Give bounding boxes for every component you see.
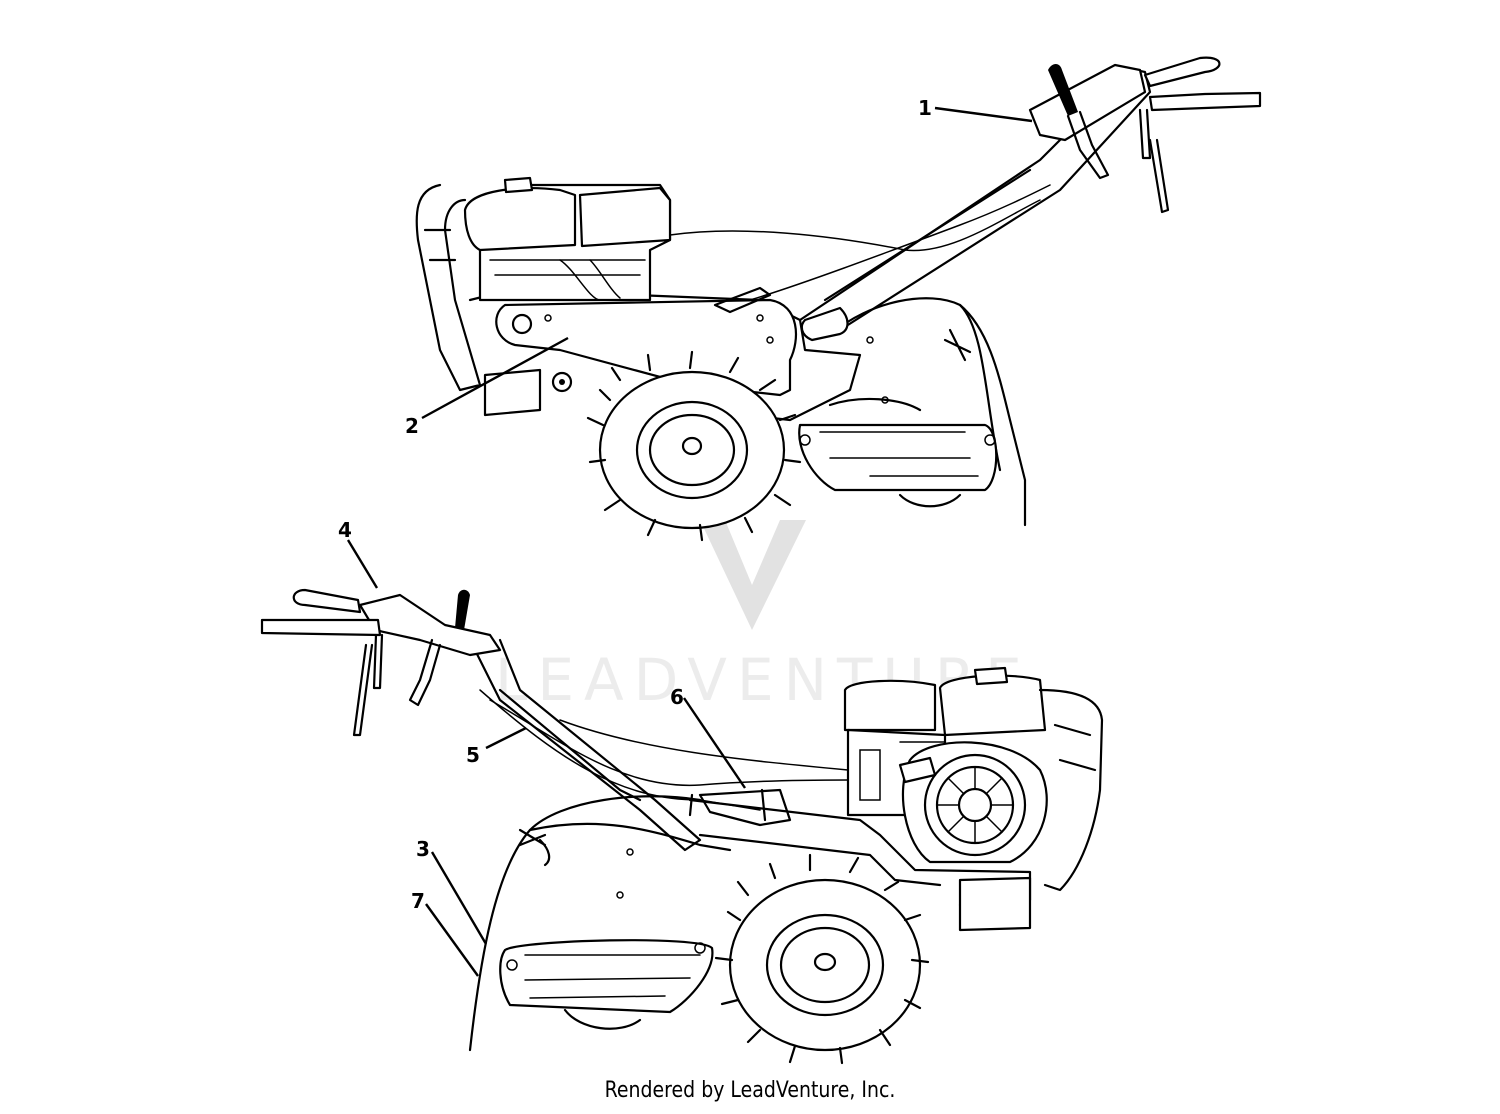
callout-3: 3 [416, 837, 430, 861]
footer-credit: Rendered by LeadVenture, Inc. [604, 1078, 896, 1103]
tiller-top-view [415, 56, 1262, 542]
callout-labels: 1 2 3 4 5 6 7 [338, 96, 932, 913]
depth-shield-bottom [499, 939, 714, 1014]
callout-2: 2 [405, 414, 419, 438]
callout-5: 5 [466, 743, 480, 767]
leader-line-1 [934, 106, 1033, 123]
leader-line-7 [425, 903, 479, 977]
leader-line-6 [683, 697, 746, 789]
engine-bottom [843, 679, 937, 732]
front-bumper-top [415, 183, 482, 392]
front-bumper-bottom [1038, 688, 1104, 892]
fuel-tank-bottom [938, 674, 1047, 737]
tiller-bottom-view [260, 588, 1104, 1065]
air-filter-top [578, 186, 672, 248]
callout-6: 6 [670, 685, 684, 709]
leader-line-4 [346, 539, 379, 589]
leader-line-3 [430, 851, 488, 945]
callout-4: 4 [338, 518, 352, 542]
callout-1: 1 [918, 96, 932, 120]
chain-case-top [495, 298, 798, 397]
recoil-starter [901, 741, 1048, 864]
leader-line-5 [485, 726, 527, 750]
callout-7: 7 [411, 889, 425, 913]
leader-lines [346, 106, 1033, 977]
shift-lever-bottom [455, 589, 470, 630]
leader-line-2 [421, 336, 569, 420]
handlebar-bottom [468, 638, 702, 852]
shift-lever-top [1048, 64, 1078, 116]
fuel-tank-top [463, 187, 577, 252]
